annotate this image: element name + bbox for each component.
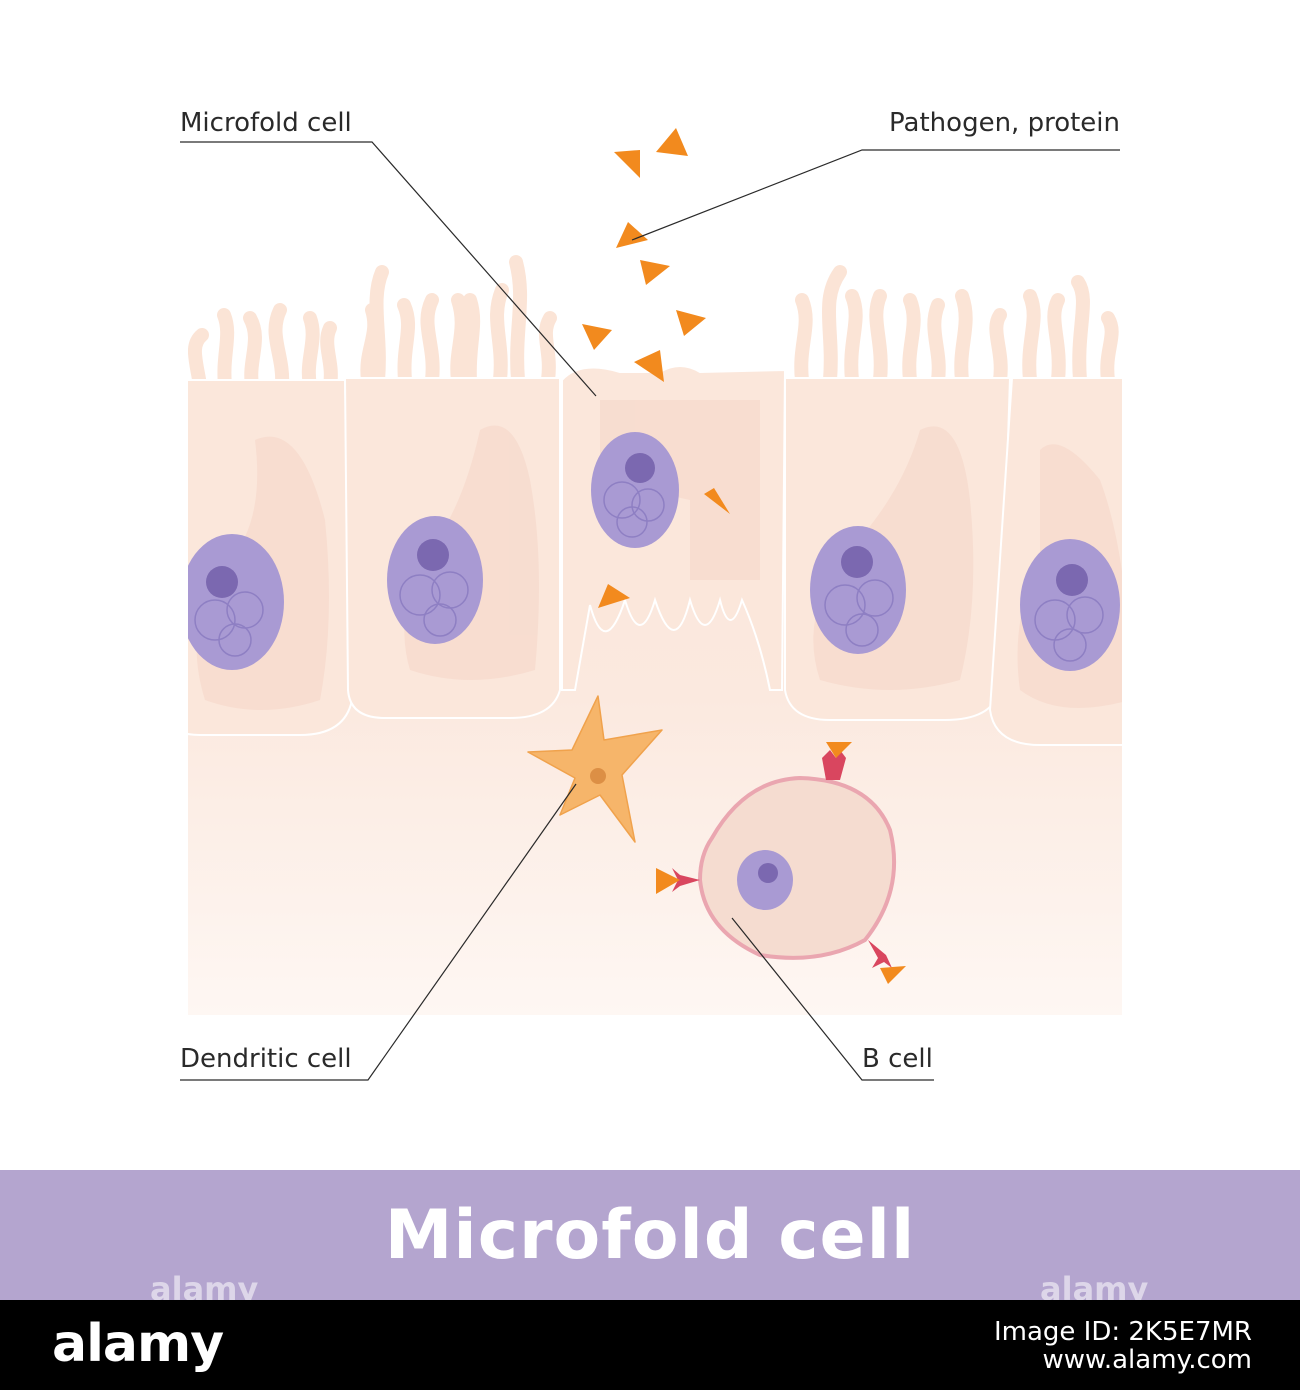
site-url[interactable]: www.alamy.com bbox=[1042, 1345, 1252, 1375]
title-band: alamy Microfold cell alamy bbox=[0, 1170, 1300, 1308]
footer-bar: alamy Image ID: 2K5E7MR www.alamy.com bbox=[0, 1300, 1300, 1390]
label-pathogen-protein: Pathogen, protein bbox=[889, 108, 1120, 138]
label-dendritic-cell: Dendritic cell bbox=[180, 1044, 352, 1074]
antigens bbox=[582, 128, 906, 984]
nucleus-1 bbox=[188, 534, 284, 670]
footer-logo[interactable]: alamy bbox=[52, 1314, 224, 1374]
page-title: Microfold cell bbox=[384, 1195, 916, 1275]
microvilli bbox=[188, 255, 1119, 392]
nuclei bbox=[188, 432, 1120, 671]
nucleus-3 bbox=[810, 526, 906, 654]
dendritic-leader bbox=[180, 783, 577, 1081]
microfold-cell-diagram bbox=[180, 128, 1122, 1081]
label-b-cell: B cell bbox=[862, 1044, 933, 1074]
dendritic-cell bbox=[527, 695, 663, 843]
nucleus-microfold bbox=[591, 432, 679, 548]
image-id: Image ID: 2K5E7MR bbox=[993, 1317, 1252, 1347]
nucleus-4 bbox=[1020, 539, 1120, 671]
label-microfold-cell: Microfold cell bbox=[180, 108, 352, 138]
nucleus-2 bbox=[387, 516, 483, 644]
footer-id: Image ID: 2K5E7MR www.alamy.com bbox=[994, 1318, 1252, 1374]
pathogen-leader bbox=[631, 149, 1120, 241]
bcell-leader bbox=[731, 917, 934, 1081]
b-cell bbox=[672, 750, 897, 968]
callout-lines bbox=[180, 141, 1120, 1081]
b-cell-receptors bbox=[672, 750, 892, 968]
microfold-leader bbox=[180, 141, 597, 397]
